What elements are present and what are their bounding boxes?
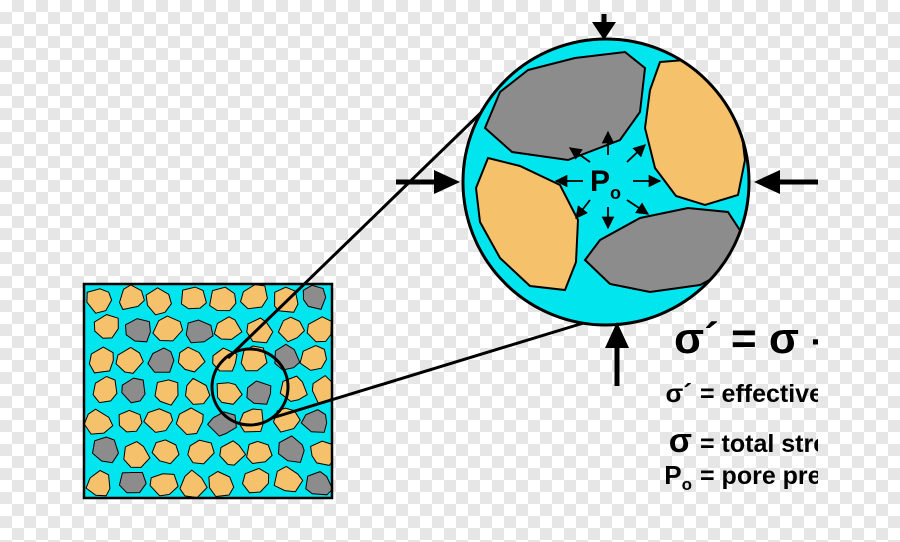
grain-orange bbox=[208, 470, 235, 498]
grain-orange bbox=[149, 473, 179, 497]
grain-gray bbox=[185, 319, 214, 344]
arrow-bottom-load bbox=[605, 322, 629, 386]
legend-row-pore-pressure: Po = pore pressure bbox=[640, 462, 818, 493]
legend-text: = total stress bbox=[700, 430, 818, 458]
grain-orange bbox=[123, 441, 151, 468]
grain-orange bbox=[310, 440, 332, 466]
arrow-top-load bbox=[592, 14, 616, 40]
grain-gray bbox=[305, 471, 332, 496]
grain-orange bbox=[273, 465, 304, 493]
grain-gray bbox=[300, 409, 328, 433]
soil-box-border bbox=[82, 282, 334, 500]
grain-orange bbox=[152, 315, 184, 342]
grain-gray bbox=[147, 347, 175, 373]
grain-orange bbox=[93, 314, 119, 339]
grain-orange bbox=[277, 316, 306, 343]
grain-orange-left bbox=[474, 156, 580, 292]
grain-orange bbox=[175, 407, 204, 436]
pore-circle-border bbox=[461, 37, 751, 327]
legend-symbol: σ bbox=[668, 424, 692, 458]
grain-gray bbox=[246, 380, 272, 405]
legend-symbol: Po bbox=[664, 462, 692, 493]
connector-line-top bbox=[226, 100, 494, 360]
arrow-right-load bbox=[754, 170, 818, 194]
grain-orange bbox=[92, 375, 118, 404]
grain-orange bbox=[177, 346, 206, 373]
grain-orange bbox=[184, 377, 211, 405]
legend-text: = pore pressure bbox=[700, 462, 818, 490]
grain-gray bbox=[91, 436, 120, 464]
grain-orange bbox=[88, 346, 114, 374]
grain-orange bbox=[85, 469, 111, 497]
soil-sample-box bbox=[82, 282, 334, 500]
legend-row-effective-stress: σ´ = effective stress bbox=[640, 380, 818, 407]
legend-symbol: σ´ bbox=[665, 380, 692, 407]
grain-gray bbox=[121, 377, 146, 404]
grain-orange bbox=[306, 316, 332, 343]
grain-orange bbox=[154, 379, 179, 406]
grain-orange bbox=[180, 286, 207, 310]
grain-orange bbox=[145, 287, 172, 316]
grain-orange bbox=[219, 440, 247, 466]
grain-orange bbox=[239, 284, 268, 310]
connector-line-bottom bbox=[271, 316, 601, 420]
legend-text: = effective stress bbox=[700, 380, 818, 407]
grain-gray bbox=[302, 284, 327, 310]
grain-orange bbox=[187, 439, 215, 465]
legend-row-total-stress: σ = total stress bbox=[640, 424, 818, 458]
grain-orange bbox=[213, 316, 243, 340]
arrow-left-load bbox=[396, 170, 460, 194]
grain-orange bbox=[86, 288, 113, 314]
grain-orange bbox=[151, 439, 180, 465]
grain-orange bbox=[118, 284, 145, 311]
grain-gray bbox=[124, 318, 151, 343]
grain-orange bbox=[209, 286, 237, 312]
grain-orange bbox=[115, 346, 144, 374]
magnified-pore-view: Po bbox=[461, 37, 751, 327]
grain-orange bbox=[240, 345, 268, 372]
grain-orange bbox=[216, 382, 243, 405]
effective-stress-equation: σ´ = σ - bbox=[674, 314, 818, 363]
grain-orange bbox=[246, 440, 273, 465]
grain-orange bbox=[118, 409, 143, 433]
pore-pressure-label: Po bbox=[590, 165, 621, 203]
pore-pressure-arrows bbox=[554, 130, 662, 230]
grain-orange bbox=[241, 467, 270, 494]
load-arrows bbox=[396, 14, 818, 386]
grain-gray bbox=[277, 435, 305, 464]
grain-gray bbox=[118, 472, 147, 494]
grain-orange bbox=[143, 408, 174, 433]
magnifier-ring bbox=[210, 347, 290, 427]
grain-orange bbox=[84, 408, 114, 435]
grain-orange bbox=[299, 345, 328, 371]
